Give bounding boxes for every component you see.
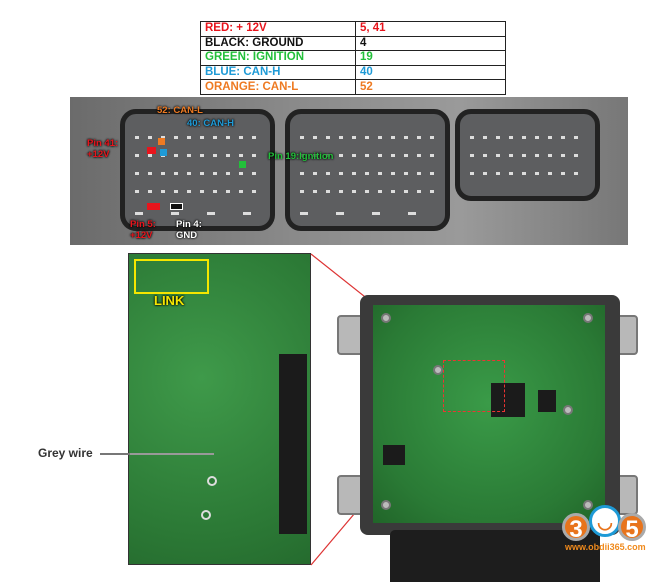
pin19-label: Pin 19:Ignition	[268, 151, 334, 162]
pin5-label: Pin 5:+12V	[130, 219, 156, 241]
grey-wire-pointer	[100, 453, 130, 455]
grey-wire-label: Grey wire	[38, 446, 93, 460]
pin41-label: Pin 41:+12V	[87, 138, 119, 160]
wire-color-cell: ORANGE: CAN-L	[200, 79, 356, 95]
connector-plug-1	[120, 109, 275, 231]
ecu-connector-photo: 52: CAN-L 40: CAN-H Pin 41:+12V Pin 19:I…	[70, 97, 628, 245]
connector-plug-3	[455, 109, 600, 201]
can-h-label: 40: CAN-H	[187, 118, 234, 129]
pin4-marker	[170, 203, 183, 210]
link-label: LINK	[154, 293, 185, 308]
obdii365-logo: 3 ◡ 5	[560, 505, 650, 549]
pin40-marker	[160, 149, 167, 156]
pin4-label: Pin 4:GND	[176, 219, 202, 241]
pin5-marker	[147, 203, 160, 210]
ecu-board-photo	[335, 275, 640, 582]
connector-plug-2	[285, 109, 450, 231]
pin52-marker	[158, 138, 165, 145]
pin-number-cell: 52	[355, 79, 506, 95]
link-highlight-box	[134, 259, 209, 294]
can-l-label: 52: CAN-L	[157, 105, 203, 116]
pcb-closeup-photo: LINK	[128, 253, 311, 565]
pin19-marker	[239, 161, 246, 168]
grey-wire-line	[129, 453, 214, 455]
zoom-region-box	[443, 360, 505, 412]
pcb-connector	[279, 354, 307, 534]
pin41-marker	[147, 147, 156, 154]
website-url: www.obdii365.com	[565, 542, 646, 552]
